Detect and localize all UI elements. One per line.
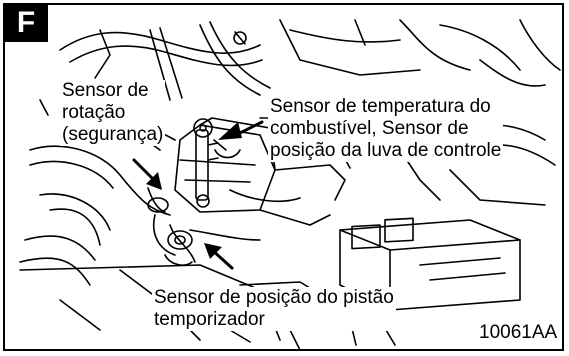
figure-letter-badge: F	[4, 4, 48, 42]
label-rotation-sensor-line-1: Sensor de	[62, 80, 149, 101]
label-timer-piston-sensor: Sensor de posição do pistão temporizador	[152, 287, 396, 331]
upper-hoses	[59, 19, 561, 101]
figure-code: 10061AA	[477, 322, 560, 344]
label-fuel-temp-sensor-line-3: posição da luva de controle	[270, 140, 502, 161]
label-fuel-temp-sensor-line-1: Sensor de temperatura do	[270, 96, 491, 117]
label-timer-piston-sensor-line-2: temporizador	[154, 309, 265, 330]
callout-arrows	[132, 117, 271, 270]
label-rotation-sensor: Sensor de rotação (segurança)	[60, 80, 166, 146]
fuel-temp-sensor-stalk	[193, 118, 227, 208]
figure-frame	[3, 3, 564, 351]
label-timer-piston-sensor-line-1: Sensor de posição do pistão	[154, 287, 394, 308]
label-rotation-sensor-line-3: (segurança)	[62, 124, 164, 145]
label-fuel-temp-sensor: Sensor de temperatura do combustível, Se…	[268, 96, 504, 162]
label-rotation-sensor-line-2: rotação	[62, 102, 126, 123]
rotation-sensor-connector	[147, 187, 261, 266]
label-fuel-temp-sensor-line-2: combustível, Sensor de	[270, 118, 469, 139]
